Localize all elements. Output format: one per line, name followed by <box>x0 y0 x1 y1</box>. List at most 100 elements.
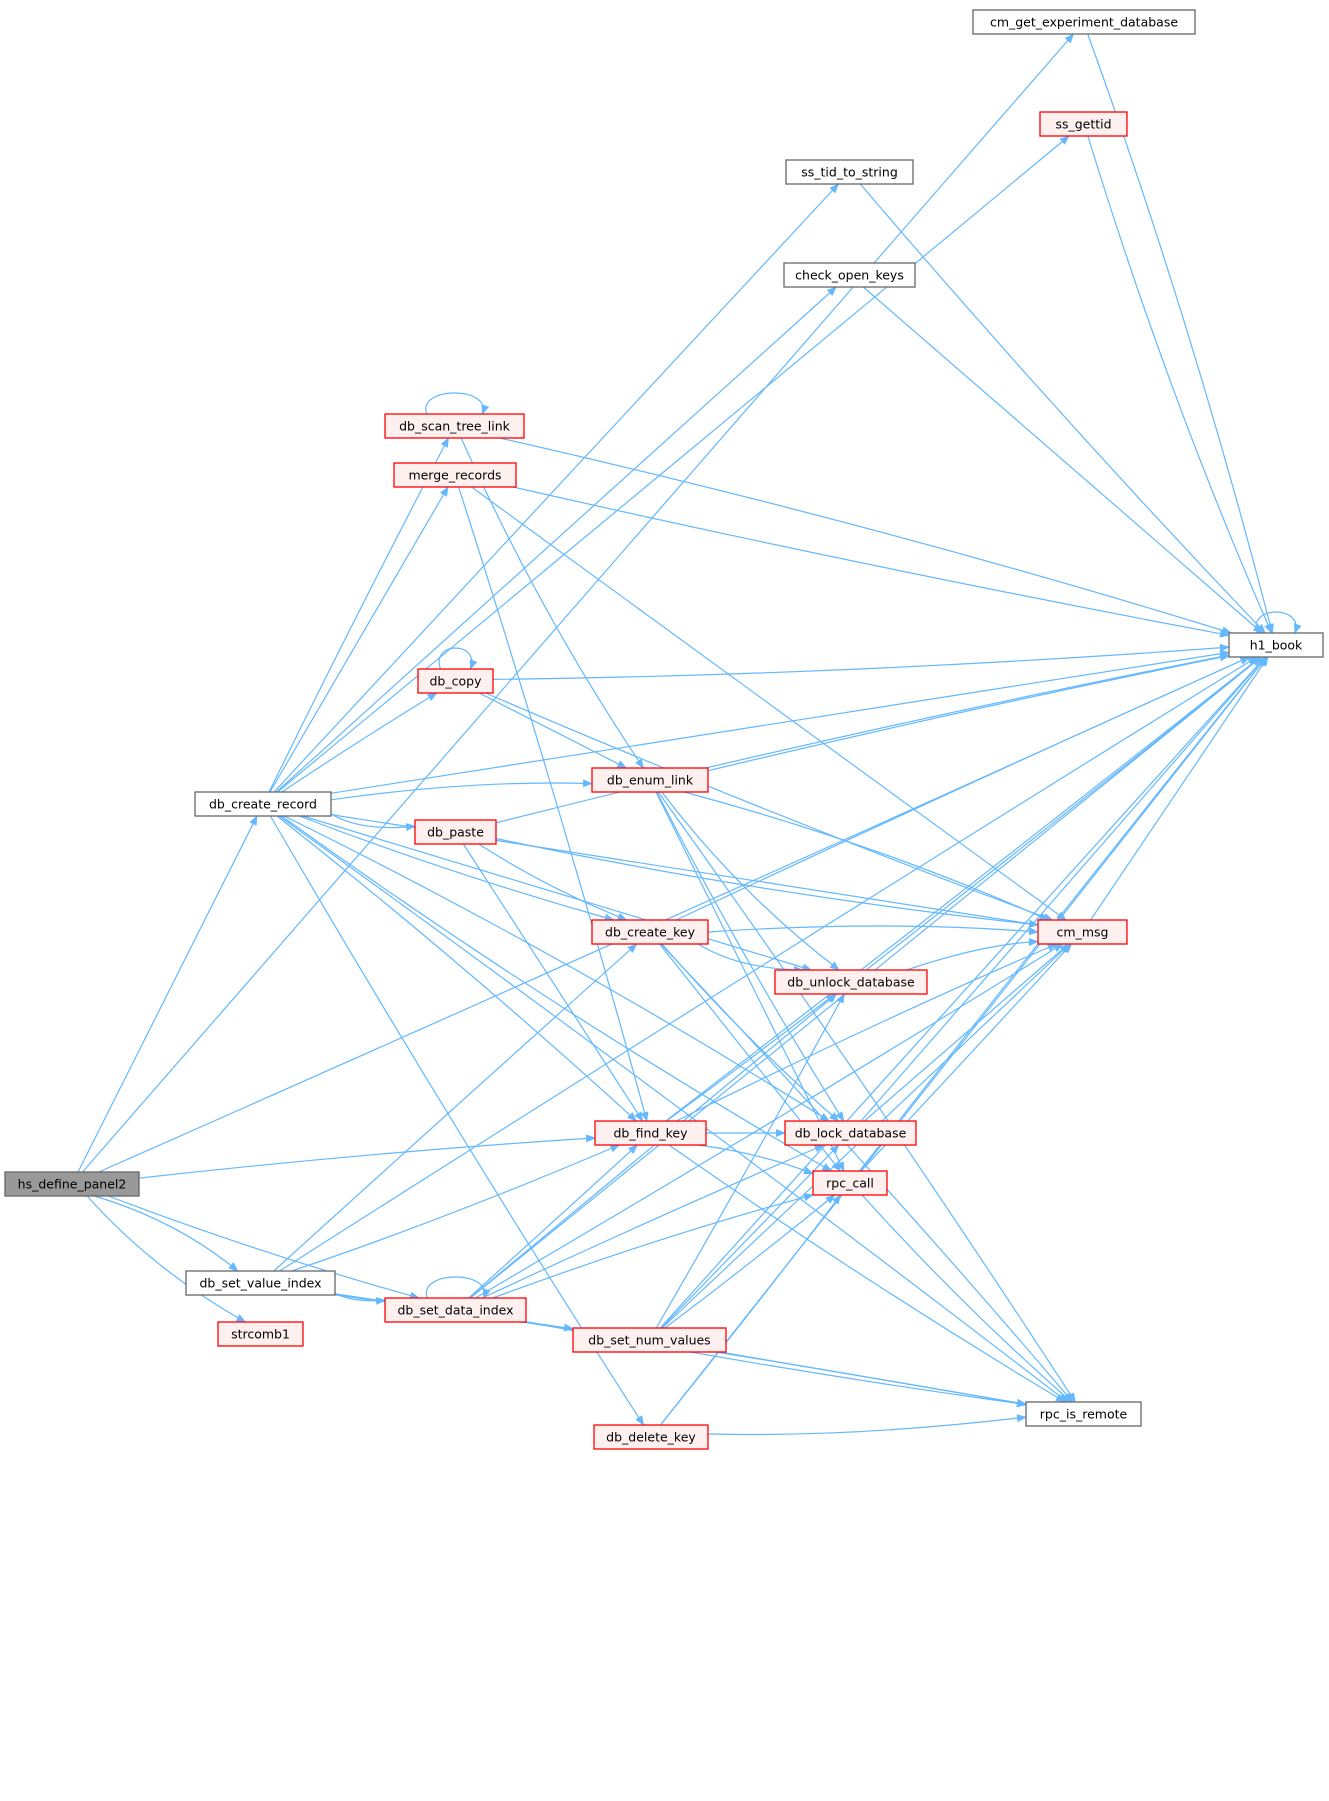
edge-check_open_keys-to-h1_book <box>862 286 1263 634</box>
node-label-rpc_call: rpc_call <box>826 1176 874 1191</box>
edge-db_paste-to-cm_msg <box>495 837 1039 928</box>
edge-db_scan_tree_link-to-h1_book <box>499 437 1232 635</box>
node-db_find_key[interactable]: db_find_key <box>594 1120 707 1146</box>
edge-db_set_num_values-to-rpc_is_remote <box>719 1351 1027 1407</box>
edge-hs_define_panel2-to-h1_book <box>98 656 1251 1173</box>
edge-db_set_data_index-to-db_lock_database <box>482 1144 825 1299</box>
edge-db_create_record-to-db_enum_link <box>330 779 593 801</box>
edge-db_set_num_values-to-db_unlock_database <box>655 993 845 1329</box>
node-label-db_create_record: db_create_record <box>209 797 317 812</box>
edge-db_paste-to-db_find_key <box>462 843 644 1122</box>
node-db_create_record[interactable]: db_create_record <box>194 791 332 817</box>
edge-db_lock_database-to-h1_book <box>860 656 1267 1122</box>
edge-merge_records-to-h1_book <box>512 486 1230 638</box>
node-box-hs_define_panel2 <box>4 1171 140 1197</box>
node-label-db_set_data_index: db_set_data_index <box>397 1303 513 1318</box>
edge-hs_define_panel2-to-db_create_record <box>77 815 258 1173</box>
edge-h1_book-to-h1_book <box>1255 611 1302 634</box>
edge-db_copy-to-db_enum_link <box>478 692 628 769</box>
edge-db_create_record-to-db_copy <box>281 692 438 793</box>
node-db_paste[interactable]: db_paste <box>414 819 497 845</box>
edge-db_create_key-to-h1_book <box>675 656 1251 921</box>
edge-hs_define_panel2-to-db_set_value_index <box>94 1195 239 1272</box>
node-label-db_copy: db_copy <box>430 674 483 689</box>
node-db_copy[interactable]: db_copy <box>417 668 494 694</box>
edge-db_delete_key-to-h1_book <box>660 656 1268 1426</box>
edge-db_set_data_index-to-db_find_key <box>468 1144 639 1299</box>
edge-db_create_record-to-ss_gettid <box>277 135 1070 793</box>
node-label-ss_gettid: ss_gettid <box>1055 117 1111 132</box>
node-db_set_data_index[interactable]: db_set_data_index <box>384 1297 527 1323</box>
node-label-db_unlock_database: db_unlock_database <box>787 975 915 990</box>
node-box-cm_get_experiment_database <box>972 9 1196 35</box>
node-rpc_call[interactable]: rpc_call <box>812 1170 888 1196</box>
edge-db_set_value_index-to-db_create_key <box>273 943 638 1272</box>
node-box-db_scan_tree_link <box>384 413 525 439</box>
node-ss_gettid[interactable]: ss_gettid <box>1039 111 1128 137</box>
edge-hs_define_panel2-to-db_find_key <box>138 1134 596 1179</box>
edge-db_set_num_values-to-h1_book <box>659 656 1266 1329</box>
node-db_set_value_index[interactable]: db_set_value_index <box>185 1270 336 1296</box>
node-h1_book[interactable]: h1_book <box>1228 632 1324 658</box>
node-label-db_set_num_values: db_set_num_values <box>588 1333 710 1348</box>
node-label-db_lock_database: db_lock_database <box>795 1126 907 1141</box>
node-db_lock_database[interactable]: db_lock_database <box>784 1120 917 1146</box>
edge-db_set_data_index-to-db_set_data_index <box>425 1276 491 1299</box>
node-merge_records[interactable]: merge_records <box>393 462 517 488</box>
edge-db_create_record-to-rpc_call <box>281 815 833 1172</box>
edge-db_find_key-to-h1_book <box>665 656 1262 1122</box>
edge-cm_msg-to-h1_book <box>1090 656 1269 921</box>
node-cm_get_experiment_database[interactable]: cm_get_experiment_database <box>972 9 1196 35</box>
node-label-db_paste: db_paste <box>427 825 484 840</box>
edge-db_create_record-to-db_paste <box>330 813 416 832</box>
edge-db_find_key-to-db_unlock_database <box>666 993 836 1122</box>
node-db_unlock_database[interactable]: db_unlock_database <box>774 969 928 995</box>
node-label-db_set_value_index: db_set_value_index <box>199 1276 321 1291</box>
node-box-db_find_key <box>594 1120 707 1146</box>
node-label-rpc_is_remote: rpc_is_remote <box>1040 1407 1128 1422</box>
edge-hs_define_panel2-to-cm_get_experiment_database <box>82 33 1075 1173</box>
node-db_scan_tree_link[interactable]: db_scan_tree_link <box>384 413 525 439</box>
edge-db_enum_link-to-db_lock_database <box>656 791 845 1122</box>
node-box-db_set_value_index <box>185 1270 336 1296</box>
edge-db_paste-to-h1_book <box>495 653 1230 824</box>
node-cm_msg[interactable]: cm_msg <box>1037 919 1128 945</box>
edge-db_copy-to-cm_msg <box>485 692 1054 921</box>
node-label-db_enum_link: db_enum_link <box>607 773 694 788</box>
node-label-strcomb1: strcomb1 <box>231 1327 290 1342</box>
node-box-ss_tid_to_string <box>785 159 914 185</box>
edge-db_set_data_index-to-db_unlock_database <box>469 993 838 1299</box>
node-box-merge_records <box>393 462 517 488</box>
edge-db_create_record-to-db_create_key <box>299 815 615 922</box>
node-db_delete_key[interactable]: db_delete_key <box>593 1424 709 1450</box>
node-label-merge_records: merge_records <box>408 468 501 483</box>
node-strcomb1[interactable]: strcomb1 <box>217 1321 304 1347</box>
edge-db_set_value_index-to-h1_book <box>279 656 1258 1272</box>
edge-db_copy-to-h1_book <box>492 643 1230 680</box>
node-db_set_num_values[interactable]: db_set_num_values <box>572 1327 727 1353</box>
node-db_enum_link[interactable]: db_enum_link <box>591 767 709 793</box>
node-box-db_enum_link <box>591 767 709 793</box>
node-box-db_copy <box>417 668 494 694</box>
edge-db_set_num_values-to-rpc_call <box>664 1194 836 1329</box>
edge-ss_tid_to_string-to-h1_book <box>859 183 1266 634</box>
edge-db_create_record-to-db_lock_database <box>284 815 830 1122</box>
node-label-hs_define_panel2: hs_define_panel2 <box>18 1177 127 1192</box>
edge-db_enum_link-to-rpc_is_remote <box>657 791 1076 1403</box>
node-ss_tid_to_string[interactable]: ss_tid_to_string <box>785 159 914 185</box>
node-label-check_open_keys: check_open_keys <box>795 268 904 283</box>
edge-db_create_record-to-db_find_key <box>276 815 638 1122</box>
node-box-rpc_call <box>812 1170 888 1196</box>
node-box-db_create_record <box>194 791 332 817</box>
node-hs_define_panel2[interactable]: hs_define_panel2 <box>4 1171 140 1197</box>
node-label-db_delete_key: db_delete_key <box>606 1430 696 1445</box>
edge-db_set_data_index-to-cm_msg <box>475 943 1064 1299</box>
node-box-db_unlock_database <box>774 969 928 995</box>
node-label-ss_tid_to_string: ss_tid_to_string <box>801 165 898 180</box>
node-db_create_key[interactable]: db_create_key <box>591 919 709 945</box>
node-rpc_is_remote[interactable]: rpc_is_remote <box>1025 1401 1142 1427</box>
node-check_open_keys[interactable]: check_open_keys <box>783 262 916 288</box>
edge-hs_define_panel2-to-db_set_data_index <box>108 1195 420 1300</box>
node-box-db_set_data_index <box>384 1297 527 1323</box>
